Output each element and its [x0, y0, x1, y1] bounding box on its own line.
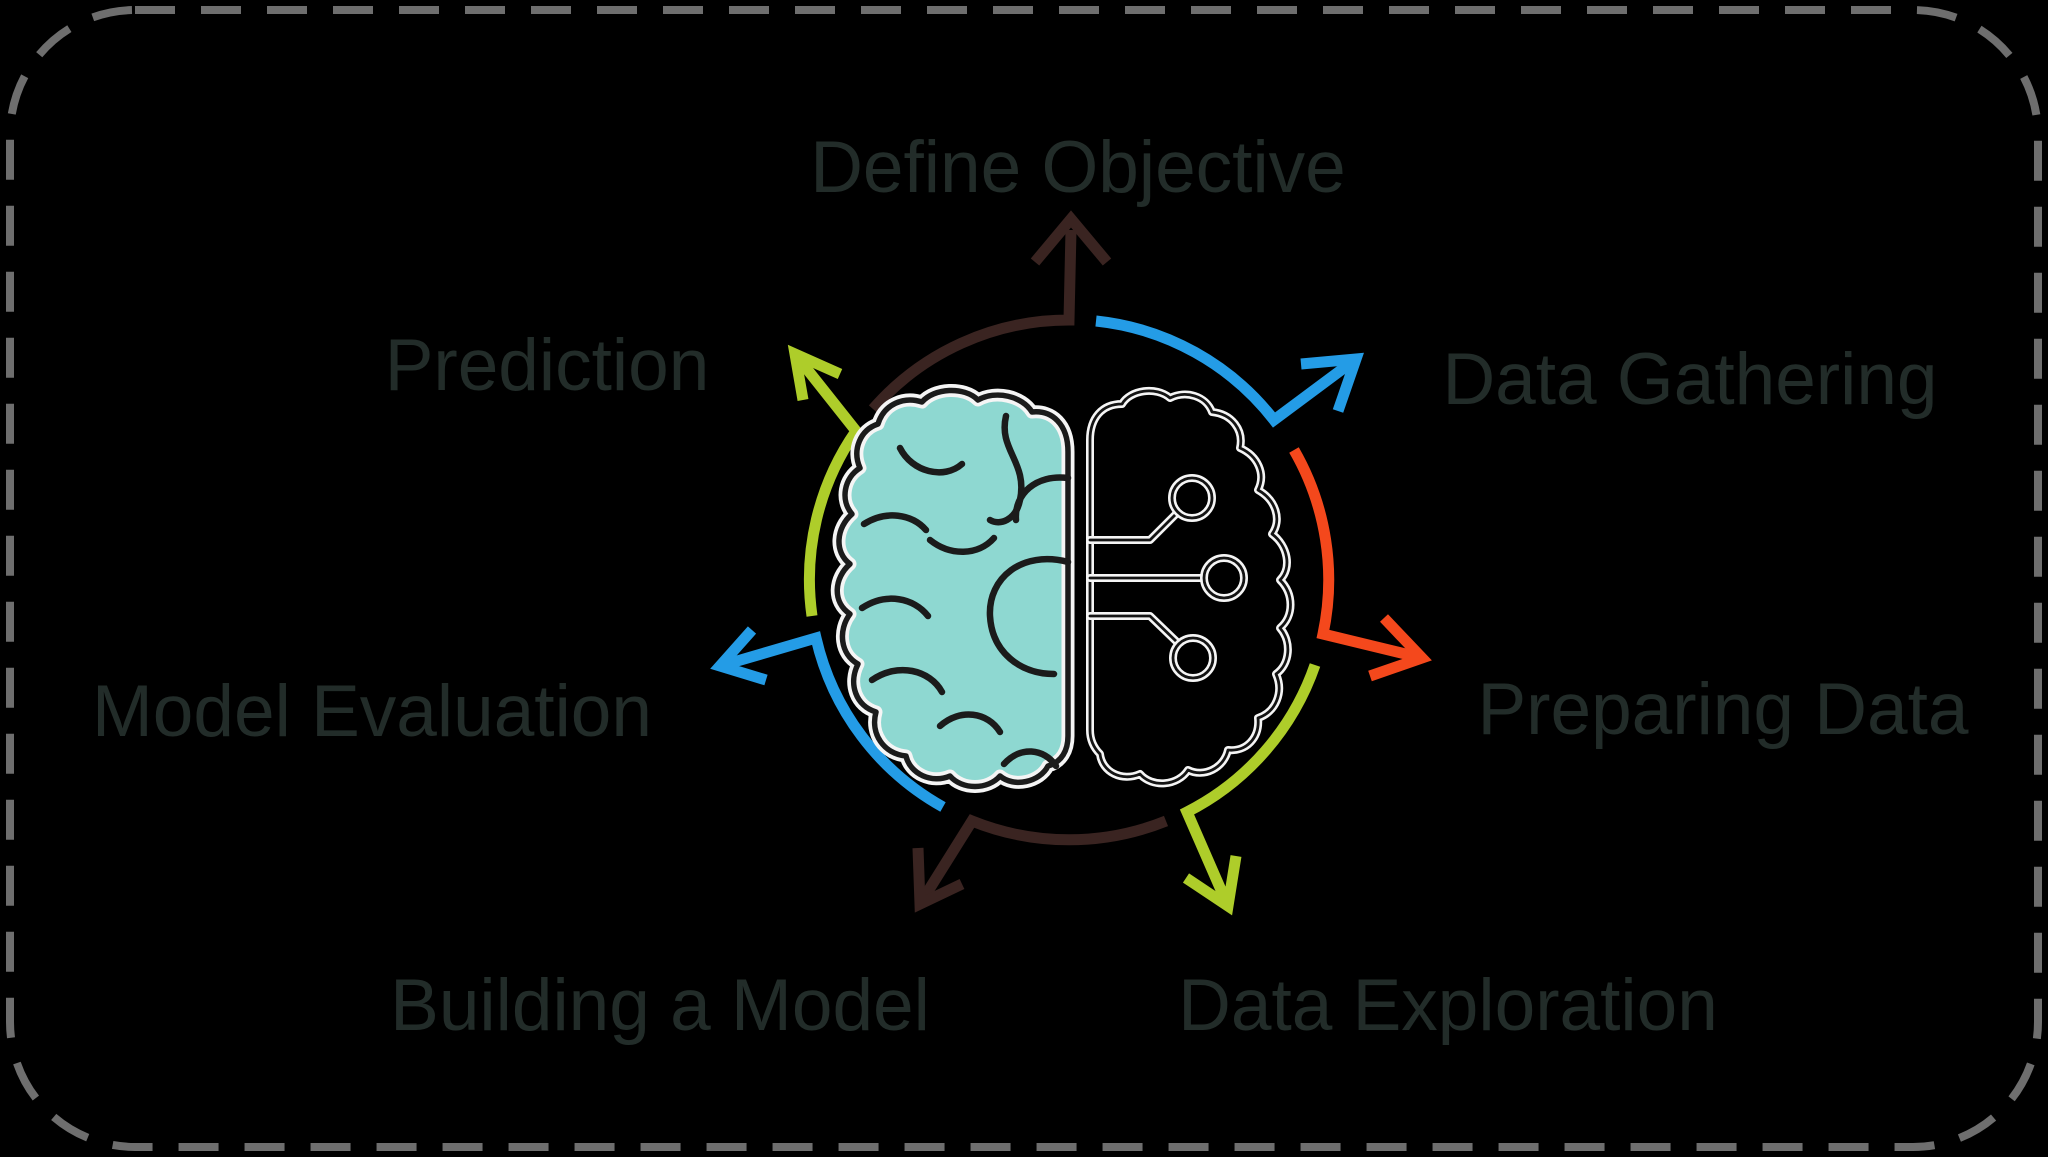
arrow-up-right-icon	[1300, 352, 1364, 413]
circuit-nodes	[1168, 474, 1248, 682]
circuit-node-core	[1170, 476, 1214, 520]
brain-folds	[858, 412, 1072, 770]
step-label: Data Gathering	[1442, 339, 1937, 420]
step-model-evaluation: Model Evaluation	[92, 626, 946, 812]
step-define-objective: Define Objective	[810, 127, 1346, 413]
cycle-wheel: Define Objective Data Gathering Preparin…	[92, 127, 1969, 1046]
arrow-down-left-icon	[912, 847, 965, 913]
step-arc	[1095, 315, 1360, 428]
circuit-node-core	[1171, 636, 1215, 680]
brain-right-hemisphere	[1086, 386, 1295, 788]
step-label: Building a Model	[390, 965, 930, 1046]
arrow-down-right-icon	[1182, 855, 1242, 916]
circuit-traces	[1086, 510, 1206, 647]
step-prediction: Prediction	[385, 325, 863, 617]
step-data-gathering: Data Gathering	[1095, 315, 1938, 428]
arrow-up-left-icon	[787, 344, 843, 401]
step-label: Data Exploration	[1178, 965, 1718, 1046]
step-label: Model Evaluation	[92, 671, 652, 752]
arrow-up-icon	[1030, 210, 1112, 266]
dashed-border	[6, 6, 2042, 1151]
step-building-a-model: Building a Model	[390, 814, 1169, 1046]
step-arc	[868, 229, 1077, 413]
brain-right-outline	[1086, 386, 1295, 788]
step-data-exploration: Data Exploration	[1178, 663, 1718, 1046]
step-arc	[1289, 447, 1424, 664]
brain-left-shape	[830, 383, 1075, 793]
brain-left-outline	[834, 387, 1071, 790]
step-arc	[718, 631, 946, 812]
step-arc	[1179, 663, 1321, 909]
brain-left-hemisphere	[830, 383, 1075, 793]
step-arc	[915, 814, 1169, 907]
step-arc	[790, 350, 863, 617]
arrow-left-icon	[710, 626, 768, 686]
step-label: Prediction	[385, 325, 710, 406]
circuit-node-core	[1202, 556, 1246, 600]
brain-icon	[830, 383, 1295, 793]
arrow-right-icon	[1368, 614, 1432, 682]
brain-right-outline-core	[1088, 389, 1292, 785]
step-label: Define Objective	[810, 127, 1346, 208]
step-label: Preparing Data	[1477, 669, 1968, 750]
step-preparing-data: Preparing Data	[1289, 447, 1969, 750]
